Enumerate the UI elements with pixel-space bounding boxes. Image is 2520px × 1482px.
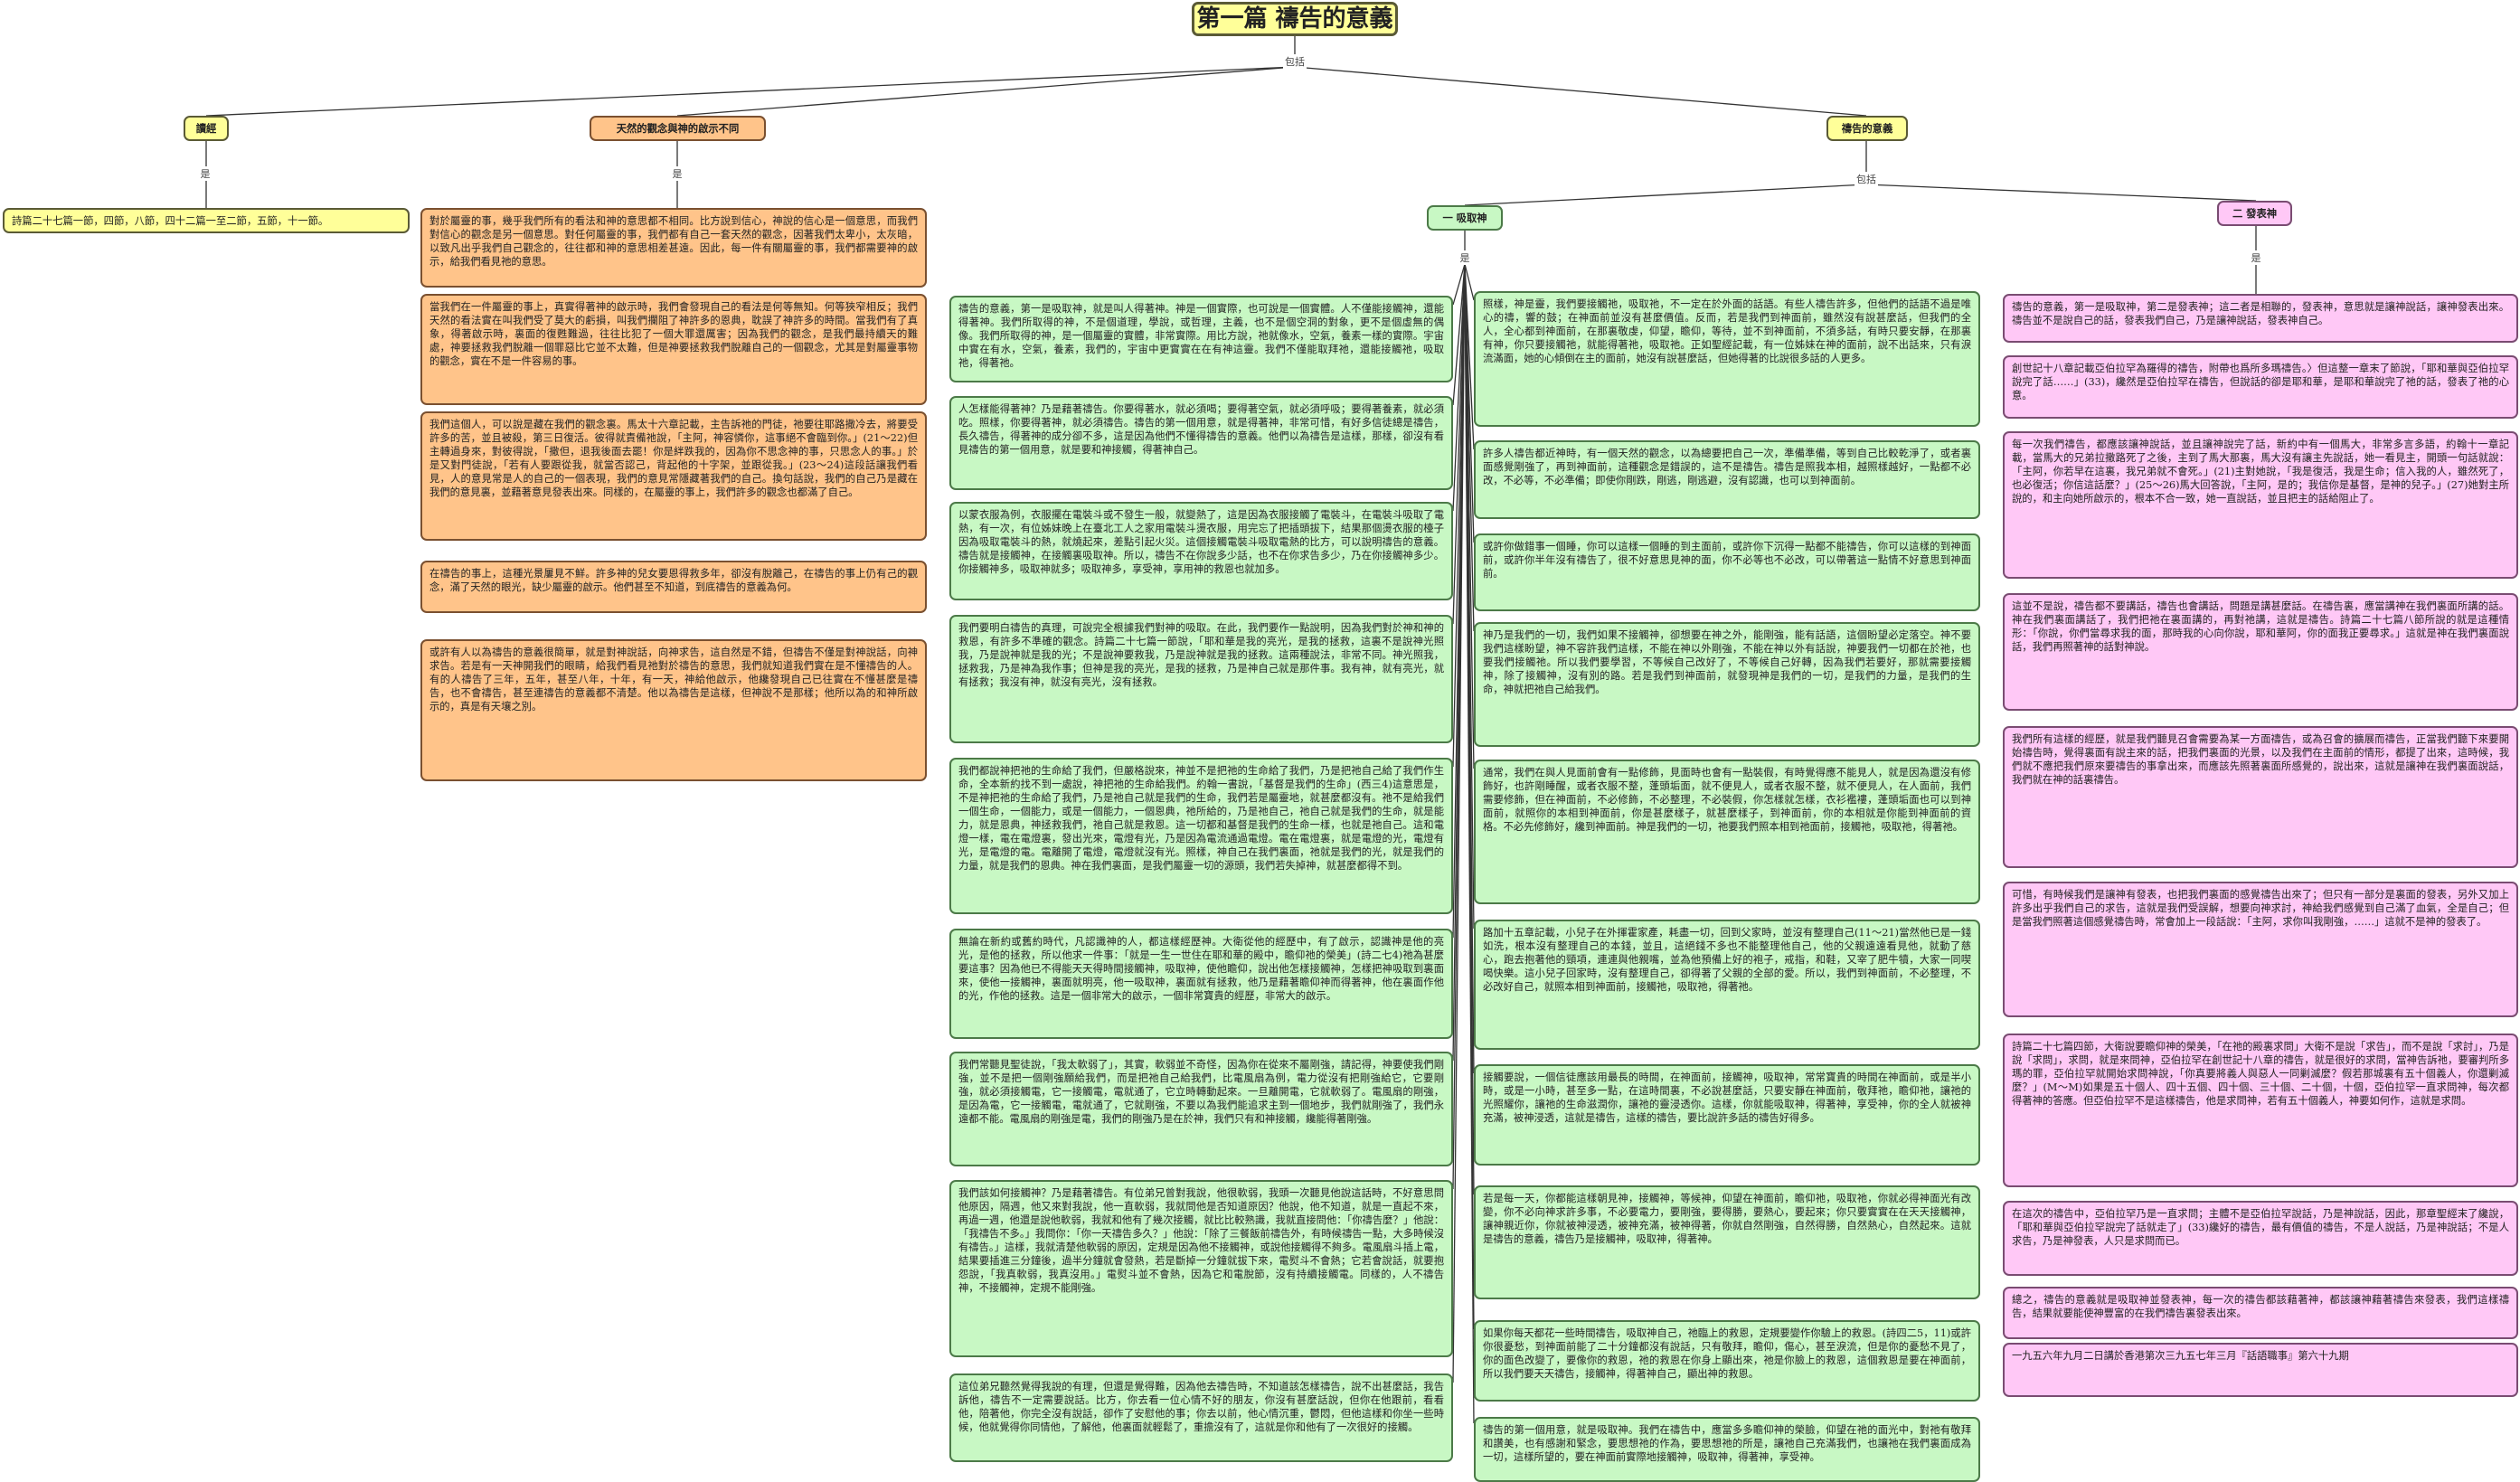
edge-label-is: 是 [670,166,684,181]
absorb-item: 神乃是我們的一切，我們如果不接觸神，卻想要在神之外，能剛強，能有話語，這個盼望必… [1474,622,1980,747]
branch-human-vs-god: 天然的觀念與神的啟示不同 [590,116,766,141]
root-title: 第一篇 禱告的意義 [1192,2,1398,36]
concept-item: 當我們在一件屬靈的事上，真實得著神的啟示時，我們會發現自己的看法是何等無知。何等… [420,294,927,405]
concept-item: 或許有人以為禱告的意義很簡單，就是對神說話，向神求告，這自然是不錯，但禱告不僅是… [420,639,927,781]
edge-label-includes: 包括 [1283,54,1307,69]
edge-label-includes: 包括 [1855,172,1878,186]
absorb-item: 這位弟兄聽然覺得我說的有理，但還是覺得難，因為他去禱告時，不知道該怎樣禱告，說不… [949,1373,1453,1462]
concept-item: 對於屬靈的事，幾乎我們所有的看法和神的意思都不相同。比方說到信心，神說的信心是一… [420,208,927,288]
connector [1452,263,1466,306]
absorb-item: 許多人禱告都近神時，有一個天然的觀念，以為總要把自己一次，準備準備，等到自己比較… [1474,440,1980,519]
express-item: 創世記十八章記載亞伯拉罕為羅得的禱告，附帶也爲所多瑪禱告。〉但這整一章末了節說，… [2003,355,2518,419]
branch-meaning: 禱告的意義 [1826,116,1908,141]
connector [205,66,1296,117]
connector [1464,263,1475,301]
concept-item: 在禱告的事上，這種光景屢見不鮮。許多神的兒女要恩得救多年，卻沒有脫離己，在禱告的… [420,561,927,613]
absorb-item: 我們要明白禱告的真理，可說完全根據我們對神的吸取。在此，我們要作一點說明，因為我… [949,615,1453,743]
absorb-item: 以蒙衣服為例，衣服擺在電裝斗或不發生一般，就變熱了，這是因為衣服接觸了電裝斗，在… [949,502,1453,600]
edge-label-is: 是 [2249,250,2263,265]
express-item: 可惜，有時候我們是讓神有發表，也把我們裏面的感覺禱告出來了；但只有一部分是裏面的… [2003,882,2518,1017]
branch-scripture: 讀經 [184,116,229,141]
connector [1464,263,1475,1423]
branch-express-god: 二 發表神 [2217,201,2292,226]
connector-lines [205,36,2257,1423]
connector [1452,263,1466,512]
absorb-item: 路加十五章記載，小兒子在外揮霍家產，耗盡一切，回到父家時，並沒有整理自己(11～… [1474,920,1980,1050]
scripture-text: 詩篇二十七篇一節，四節，八節，四十二篇一至二節，五節，十一節。 [3,208,410,233]
edge-label-is: 是 [198,166,212,181]
connector [1865,184,2257,202]
connector [1294,66,1867,117]
absorb-item: 人怎樣能得著神？乃是藉著禱告。你要得著水，就必須喝；要得著空氣，就必須呼吸；要得… [949,396,1453,490]
express-item: 這並不是說，禱告都不要講話，禱告也會講話，問題是講甚麼話。在禱告裏，應當講神在我… [2003,593,2518,711]
absorb-item: 接觸要說，一個信徒應該用最長的時間，在神面前，接觸神，吸取神，常常寶貴的時間在神… [1474,1064,1980,1166]
edge-label-is: 是 [1458,250,1472,265]
express-item: 禱告的意義，第一是吸取神，第二是發表神；這二者是相聯的，發表神，意思就是讓神說話… [2003,294,2518,343]
absorb-item: 我們常聽見聖徒說，「我太軟弱了」，其實，軟弱並不奇怪，因為你在從來不屬剛強，請記… [949,1052,1453,1166]
absorb-item: 我們該如何接觸神？乃是藉著禱告。有位弟兄曾對我說，他很軟弱，我頭一次聽見他說這話… [949,1180,1453,1357]
absorb-item: 禱告的第一個用意，就是吸取神。我們在禱告中，應當多多瞻仰神的榮臉，仰望在祂的面光… [1474,1417,1980,1482]
express-item: 我們所有這樣的經歷，就是我們聽見召會需要為某一方面禱告，或為召會的擴展而禱告，正… [2003,726,2518,868]
express-item: 總之，禱告的意義就是吸取神並發表神，每一次的禱告都該藉著神，都該讓神藉著禱告來發… [2003,1287,2518,1339]
absorb-item: 若是每一天，你都能這樣朝見神，接觸神，等候神，仰望在神面前，瞻仰祂，吸取祂，你就… [1474,1185,1980,1299]
express-item: 在這次的禱告中，亞伯拉罕乃是一直求問；主體不是亞伯拉罕說話，乃是神說話，因此，那… [2003,1201,2518,1276]
absorb-item: 我們都說神把祂的生命給了我們，但嚴格說來，神並不是把祂的生命給了我們，乃是把祂自… [949,758,1453,914]
connector [1452,263,1466,406]
absorb-item: 無論在新約或舊約時代，凡認識神的人，都這樣經歷神。大衛從他的經歷中，有了啟示，認… [949,929,1453,1039]
branch-absorb-god: 一 吸取神 [1427,205,1503,231]
express-item: 每一次我們禱告，都應該讓神說話，並且讓神說完了話，新約中有一個馬大，非常多言多語… [2003,431,2518,579]
connector [1464,184,1867,206]
connector [1452,263,1466,1383]
express-item: 一九五六年九月二日講於香港第次三九五七年三月『話語職事』第六十九期 [2003,1343,2518,1397]
absorb-item: 通常，我們在與人見面前會有一點修飾，見面時也會有一點裝假，有時覺得應不能見人，就… [1474,760,1980,904]
absorb-item: 照樣，神是靈，我們要接觸祂，吸取祂，不一定在於外面的話語。有些人禱告許多，但他們… [1474,291,1980,427]
concept-item: 我們這個人，可以說是藏在我們的觀念裏。馬太十六章記載，主告訴祂的門徒，祂要往耶路… [420,411,927,541]
absorb-item: 禱告的意義，第一是吸取神，就是叫人得著神。神是一個實際，也可說是一個實體。人不僅… [949,296,1453,382]
absorb-item: 如果你每天都花一些時間禱告，吸取神自己，祂臨上的救恩，定規要變作你驗上的救恩。(… [1474,1320,1980,1402]
express-item: 詩篇二十七篇四節，大衛說要瞻仰神的榮美，「在祂的殿裏求問」大衛不是說「求告」，而… [2003,1034,2518,1187]
absorb-item: 或許你做錯事一個睡，你可以這樣一個睡的到主面前，或許你下沉得一點都不能禱告，你可… [1474,533,1980,611]
connector [676,66,1296,117]
